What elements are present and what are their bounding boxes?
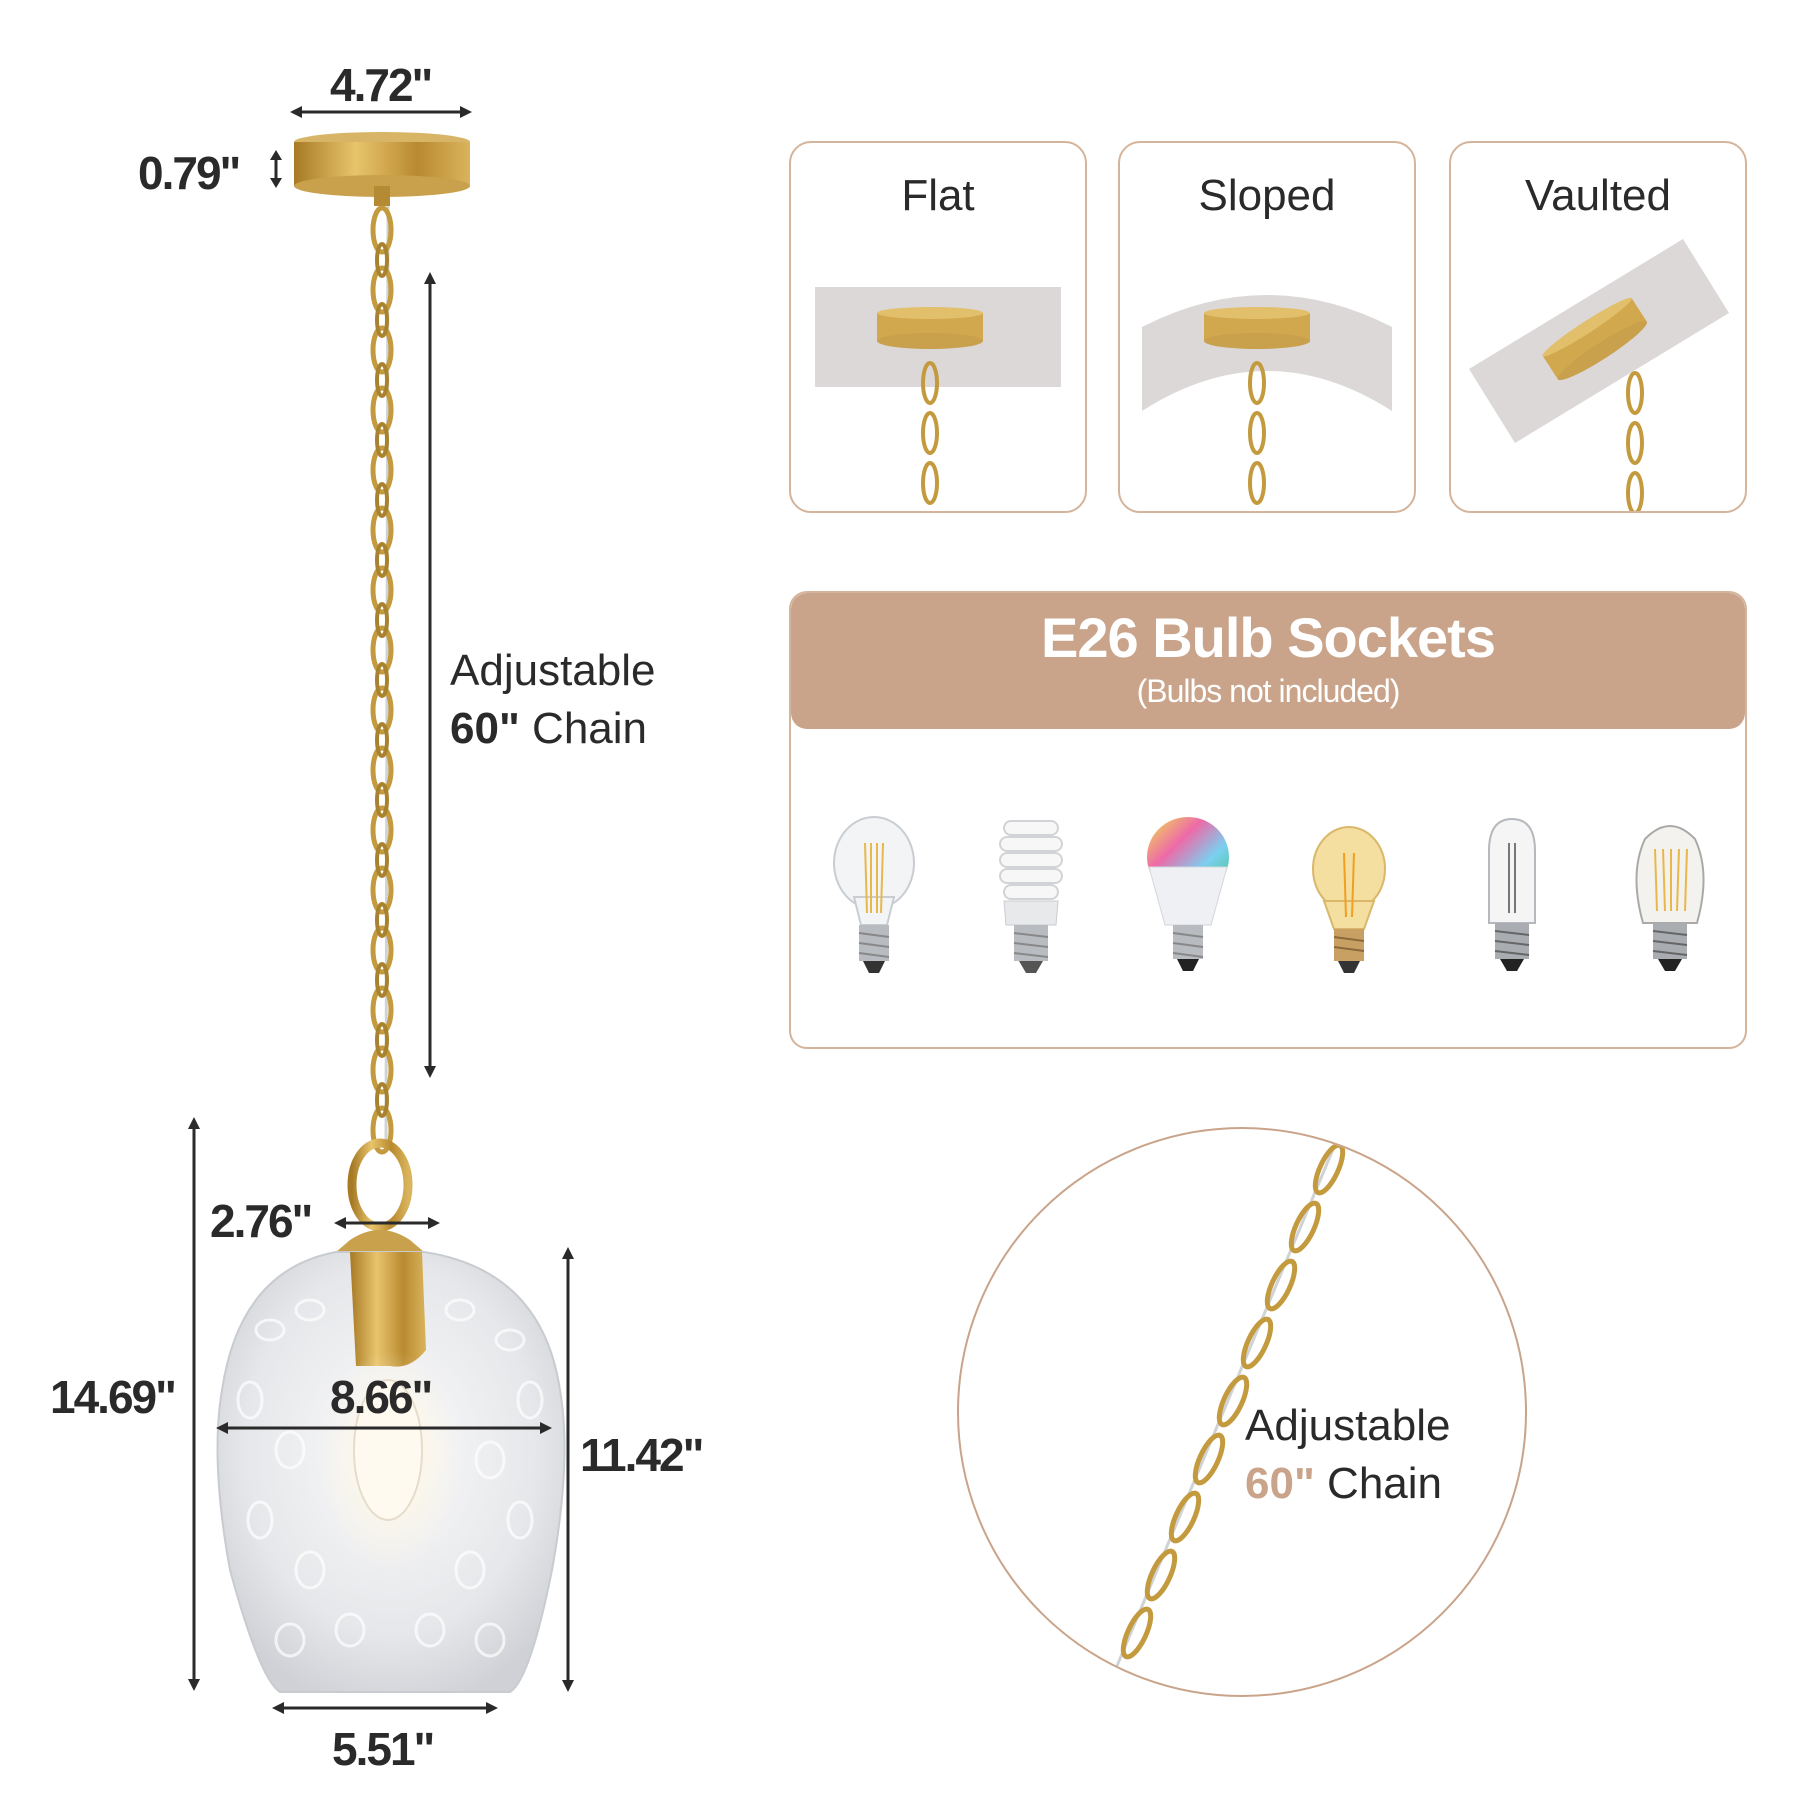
chain-length-line1: Adjustable	[450, 646, 656, 695]
chain-closeup-icon	[1107, 1134, 1346, 1686]
chain-detail-line1: Adjustable	[1245, 1401, 1451, 1450]
chain-length-suffix: Chain	[519, 704, 647, 753]
chain-length-arrow-icon	[424, 272, 436, 1078]
total-height-arrow-icon	[188, 1117, 200, 1691]
mount-type-vaulted: Vaulted	[1449, 141, 1747, 513]
squirrel-cage-bulb-icon	[1635, 825, 1705, 971]
mount-type-flat-label: Flat	[901, 171, 975, 220]
shade-top-width-label: 2.76"	[210, 1195, 313, 1247]
filament-bulb-icon	[833, 816, 915, 973]
bulb-sockets-subtitle: (Bulbs not included)	[1136, 673, 1401, 709]
spiral-cfl-bulb-icon	[999, 820, 1063, 973]
chain-length-line2: 60" Chain	[450, 700, 655, 758]
tubular-filament-bulb-icon	[1488, 817, 1536, 971]
chain-detail-line2: 60" Chain	[1245, 1455, 1450, 1513]
canopy-height-arrow-icon	[270, 150, 282, 188]
chain-length-value: 60"	[450, 704, 520, 753]
chain-detail-label: Adjustable 60" Chain	[1245, 1397, 1450, 1513]
canopy-height-label: 0.79"	[138, 147, 241, 199]
canopy-width-label: 4.72"	[330, 59, 433, 111]
chain-length-label: Adjustable 60" Chain	[450, 642, 655, 758]
sloped-ceiling-canopy-icon	[1142, 295, 1392, 505]
bulb-sockets-panel: E26 Bulb Sockets (Bulbs not included)	[789, 591, 1747, 1049]
flat-ceiling-canopy-icon	[815, 287, 1061, 505]
vaulted-ceiling-canopy-icon	[1469, 239, 1729, 511]
shade-bottom-width-label: 5.51"	[332, 1723, 435, 1775]
chain-detail-value: 60"	[1245, 1459, 1315, 1508]
pendant-diagram: 4.72" 0.79"	[0, 0, 760, 1800]
chain-detail-circle: Adjustable 60" Chain	[957, 1127, 1527, 1697]
shade-top-width-arrow-icon	[334, 1217, 440, 1229]
rgb-led-bulb-icon	[1147, 817, 1229, 971]
mount-type-vaulted-label: Vaulted	[1525, 171, 1671, 220]
pendant-light-illustration	[216, 132, 566, 1693]
shade-max-width-arrow-icon	[216, 1422, 552, 1434]
shade-max-width-label: 8.66"	[330, 1371, 433, 1423]
chain-detail-suffix: Chain	[1314, 1459, 1442, 1508]
mount-type-sloped-label: Sloped	[1198, 171, 1336, 220]
shade-height-arrow-icon	[562, 1247, 574, 1692]
amber-edison-bulb-icon	[1312, 826, 1386, 973]
mount-type-sloped: Sloped	[1118, 141, 1416, 513]
bulb-sockets-title: E26 Bulb Sockets	[1041, 606, 1496, 669]
mount-type-flat: Flat	[789, 141, 1087, 513]
total-height-label: 14.69"	[50, 1371, 177, 1423]
shade-height-label: 11.42"	[580, 1429, 704, 1481]
bulb-sockets-header: E26 Bulb Sockets (Bulbs not included)	[791, 593, 1745, 729]
canopy-width-arrow-icon	[290, 106, 472, 118]
shade-bottom-width-arrow-icon	[272, 1702, 498, 1714]
